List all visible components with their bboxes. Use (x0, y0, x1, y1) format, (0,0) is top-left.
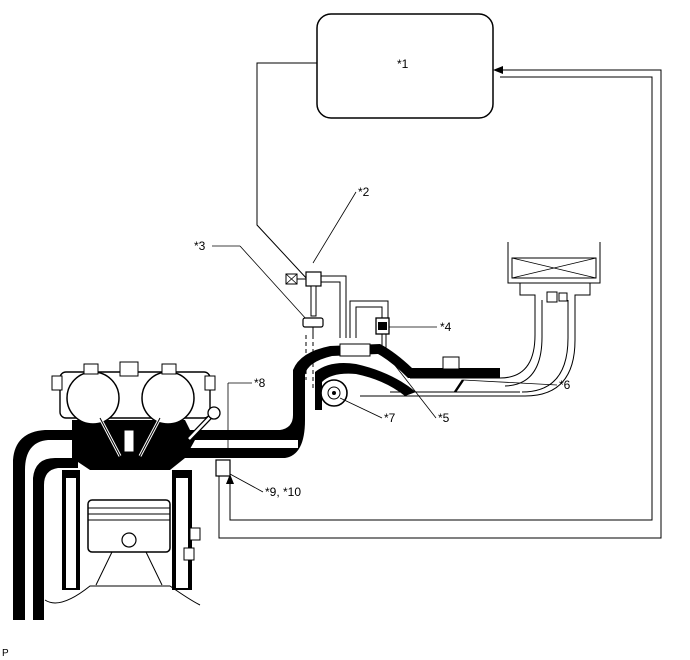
callout-1: *1 (397, 57, 409, 71)
leader-7 (339, 397, 383, 419)
leader-5 (382, 349, 437, 419)
leader-6 (462, 379, 558, 386)
leader-2 (312, 191, 357, 264)
throttle-plate (454, 379, 464, 393)
leader-9 (229, 473, 264, 493)
air-duct-inner (524, 300, 576, 397)
wire-sensor-to-unit-inner (229, 76, 653, 521)
air-cleaner-outline (507, 242, 601, 284)
intake-port-box (442, 356, 460, 370)
intake-lower-chamber (315, 363, 416, 410)
vacuum-tube-b (321, 281, 341, 338)
control-unit-box (316, 13, 494, 119)
callout-4: *4 (440, 320, 452, 334)
callout-3: *3 (194, 239, 206, 253)
piston (87, 499, 171, 553)
callout-7: *7 (384, 411, 396, 425)
callout-5: *5 (438, 411, 450, 425)
intake-pressure-sensor (215, 459, 231, 477)
camshaft-left (66, 371, 120, 425)
spark-plug (123, 429, 135, 453)
callout-2: *2 (358, 185, 370, 199)
tube-to-valve-4 (355, 306, 383, 338)
callout-6: *6 (559, 378, 571, 392)
engine-block-lower (44, 585, 201, 606)
wire-sensor-to-unit-outer (218, 69, 662, 539)
arrow-to-unit (493, 66, 503, 74)
solenoid-valve-body (305, 271, 322, 287)
valve-stem (310, 285, 317, 317)
camshaft-right (141, 371, 195, 425)
footer-code: P (2, 648, 9, 659)
callout-9-10: *9, *10 (265, 485, 301, 499)
vacuum-tube-a (321, 275, 347, 338)
wire-unit-to-valve (256, 62, 317, 281)
callout-8: *8 (254, 376, 266, 390)
exhaust-passage (13, 430, 78, 620)
air-duct-outer (499, 300, 536, 379)
arrow-to-sensor (226, 474, 234, 484)
actuator-body (302, 317, 324, 328)
